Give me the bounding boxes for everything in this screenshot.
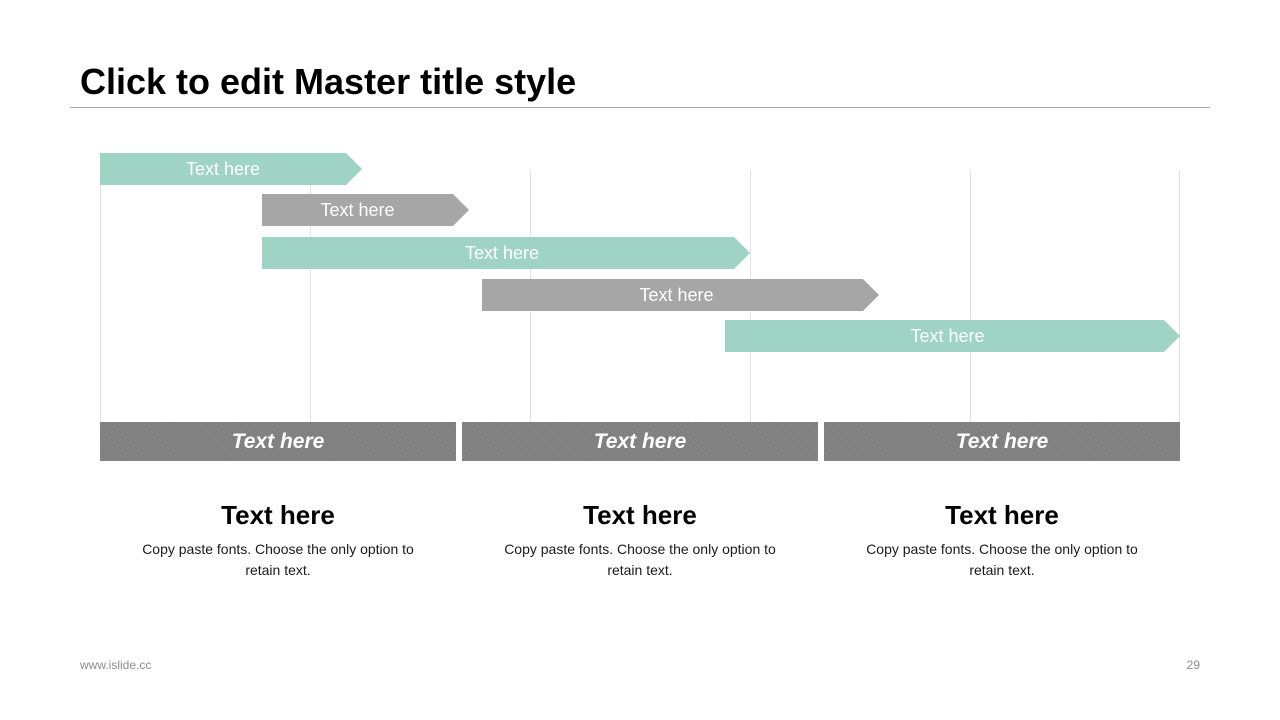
phase-header-3[interactable]: Text here [824, 422, 1180, 461]
timeline-bar-label: Text here [464, 243, 540, 263]
slide-title[interactable]: Click to edit Master title style [80, 61, 577, 102]
column-body-text[interactable]: Copy paste fonts. Choose the only option… [142, 541, 414, 578]
timeline-bar-1[interactable]: Text here [100, 153, 362, 185]
grid-line [1179, 170, 1180, 422]
page-number: 29 [1186, 658, 1200, 672]
column-heading[interactable]: Text here [221, 500, 335, 530]
footer-url: www.islide.cc [80, 658, 152, 672]
grid-line [100, 170, 101, 422]
description-column-2: Text here Copy paste fonts. Choose the o… [462, 498, 818, 581]
timeline-bar-2[interactable]: Text here [262, 194, 469, 226]
title-divider [70, 107, 1210, 108]
timeline-bar-4[interactable]: Text here [482, 279, 879, 311]
description-column-1: Text here Copy paste fonts. Choose the o… [100, 498, 456, 581]
timeline-bar-label: Text here [639, 285, 714, 305]
phase-header-1[interactable]: Text here [100, 422, 456, 461]
column-body-text[interactable]: Copy paste fonts. Choose the only option… [504, 541, 776, 578]
timeline-bar-5[interactable]: Text here [725, 320, 1180, 352]
phase-header-2[interactable]: Text here [462, 422, 818, 461]
timeline-bar-3[interactable]: Text here [262, 237, 750, 269]
description-column-3: Text here Copy paste fonts. Choose the o… [824, 498, 1180, 581]
column-heading[interactable]: Text here [945, 500, 1059, 530]
timeline-bar-label: Text here [185, 159, 261, 179]
column-heading[interactable]: Text here [583, 500, 697, 530]
grid-line [310, 170, 311, 422]
column-body-text[interactable]: Copy paste fonts. Choose the only option… [866, 541, 1138, 578]
timeline-bar-label: Text here [910, 326, 985, 346]
grid-line [970, 170, 971, 422]
timeline-bar-label: Text here [320, 200, 395, 220]
